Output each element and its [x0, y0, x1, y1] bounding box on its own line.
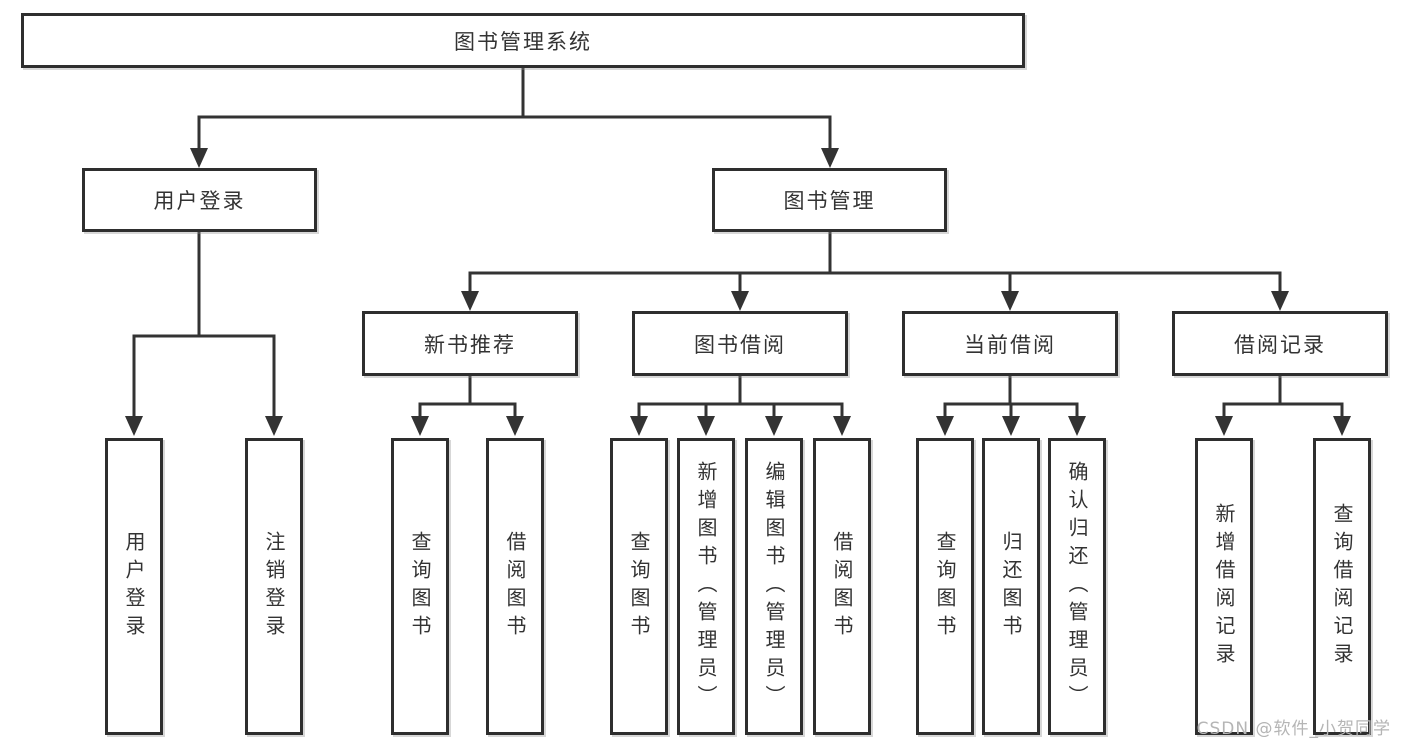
branch-node-book-management: 图书管理 — [712, 168, 947, 232]
leaf-node-borrow-books-recommend: 借阅图书 — [486, 438, 544, 735]
leaf-node-query-books-borrow: 查询图书 — [610, 438, 668, 735]
leaf-node-return-books: 归还图书 — [982, 438, 1040, 735]
leaf-node-query-books-current: 查询图书 — [916, 438, 974, 735]
section-node-current-borrow: 当前借阅 — [902, 311, 1118, 376]
leaf-node-user-login: 用户登录 — [105, 438, 163, 735]
leaf-node-edit-books-admin: 编辑图书（管理员） — [745, 438, 803, 735]
leaf-node-confirm-return-admin: 确认归还（管理员） — [1048, 438, 1106, 735]
tree-connectors — [132, 66, 1344, 420]
root-node-library-system: 图书管理系统 — [21, 13, 1025, 68]
section-node-new-book-recommend: 新书推荐 — [362, 311, 578, 376]
section-node-borrow-records: 借阅记录 — [1172, 311, 1388, 376]
leaf-node-add-borrow-record: 新增借阅记录 — [1195, 438, 1253, 735]
leaf-node-query-books-recommend: 查询图书 — [391, 438, 449, 735]
leaf-node-add-books-admin: 新增图书（管理员） — [677, 438, 735, 735]
leaf-node-query-borrow-record: 查询借阅记录 — [1313, 438, 1371, 735]
arrowhead-icons — [125, 148, 1351, 436]
leaf-node-logout: 注销登录 — [245, 438, 303, 735]
branch-node-user-login: 用户登录 — [82, 168, 317, 232]
leaf-node-borrow-books: 借阅图书 — [813, 438, 871, 735]
section-node-book-borrow: 图书借阅 — [632, 311, 848, 376]
csdn-watermark: CSDN @软件_小贺同学 — [1196, 719, 1391, 739]
